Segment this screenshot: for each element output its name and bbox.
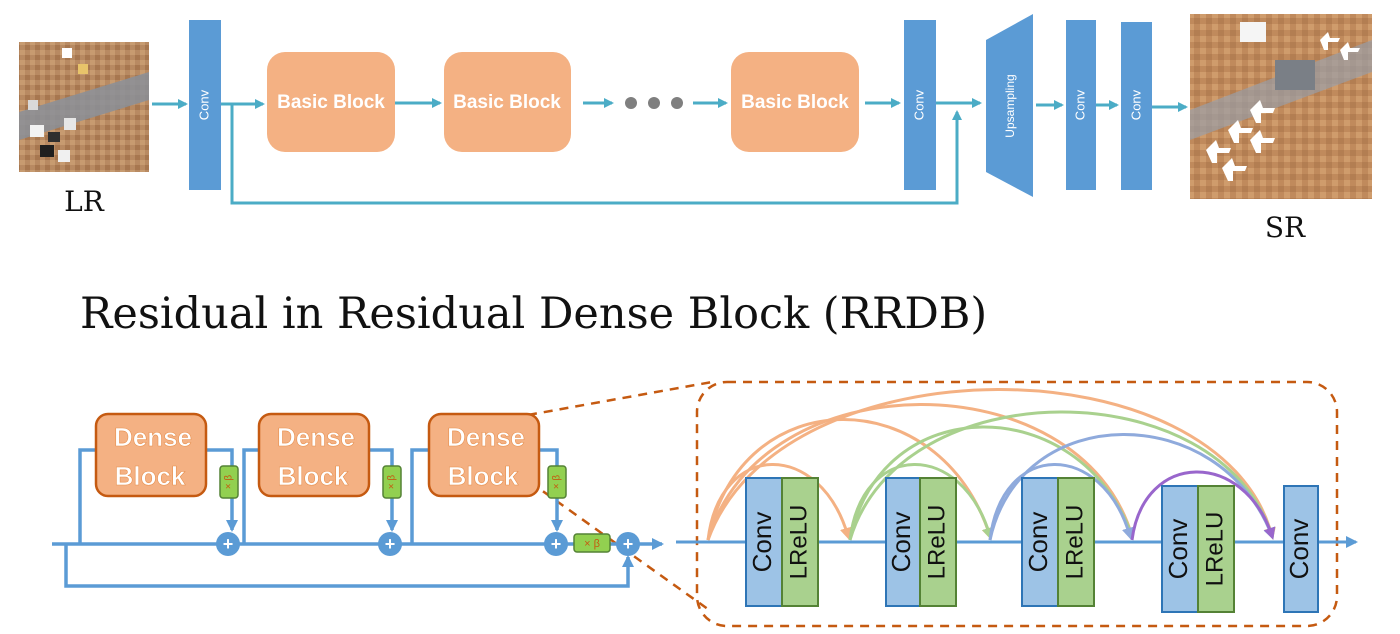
svg-text:Conv: Conv [1072,89,1087,120]
svg-text:Basic Block: Basic Block [453,92,561,113]
svg-text:× β: × β [387,475,398,490]
svg-text:+: + [223,534,234,554]
svg-text:Conv: Conv [1023,512,1053,573]
basic-block-2: Basic Block [444,52,571,152]
conv-block-1: Conv [189,20,221,190]
svg-text:LReLU: LReLU [1201,512,1228,587]
sr-image [1190,14,1372,199]
svg-text:Conv: Conv [1284,519,1314,580]
basic-block-1: Basic Block [267,52,395,152]
detail-layer-2: Conv LReLU [885,477,957,607]
plus-circle-icon: + [616,532,640,556]
conv-block-4: Conv [1121,22,1152,190]
ellipsis-icon [625,97,683,109]
svg-text:Block: Block [448,461,519,491]
svg-text:Upsampling: Upsampling [1003,74,1017,137]
dense-block-1: Dense Block [94,412,208,498]
detail-layer-4: Conv LReLU [1161,485,1235,613]
svg-text:Dense: Dense [277,422,355,452]
svg-text:Conv: Conv [886,512,916,573]
svg-text:+: + [623,534,634,554]
svg-text:Dense: Dense [114,422,192,452]
beta-scale-1: × β [219,465,239,499]
dense-block-detail-frame [695,380,1339,628]
beta-scale-outer: × β [573,533,611,553]
svg-text:Basic Block: Basic Block [741,92,849,113]
dense-block-3: Dense Block [427,412,541,498]
svg-text:Conv: Conv [1163,519,1193,580]
conv-block-3: Conv [1066,20,1096,190]
basic-block-n: Basic Block [731,52,859,152]
zoom-line-bottom [529,480,713,614]
rrdb-outer-skip [64,544,634,588]
lr-image [19,42,149,172]
lr-label: LR [64,185,105,218]
svg-text:LReLU: LReLU [923,505,950,580]
svg-text:Basic Block: Basic Block [277,92,385,113]
svg-text:+: + [551,534,562,554]
svg-text:LReLU: LReLU [785,505,812,580]
detail-layer-3: Conv LReLU [1021,477,1095,607]
detail-final-conv: Conv [1283,485,1319,613]
svg-text:× β: × β [224,475,235,490]
plus-circle-icon: + [216,532,240,556]
svg-text:× β: × β [584,538,600,550]
svg-text:Block: Block [278,461,349,491]
svg-text:Conv: Conv [196,89,211,120]
sr-label: SR [1265,211,1306,244]
dense-block-2: Dense Block [257,412,371,498]
rrdb-title: Residual in Residual Dense Block (RRDB) [80,289,987,339]
beta-scale-2: × β [382,465,402,499]
zoom-line-top [527,380,713,417]
svg-text:+: + [385,534,396,554]
svg-text:Conv: Conv [911,89,926,120]
svg-text:Conv: Conv [747,512,777,573]
svg-text:× β: × β [552,475,563,490]
detail-layer-1: Conv LReLU [745,477,819,607]
conv-block-2: Conv [904,20,936,190]
svg-text:LReLU: LReLU [1061,505,1088,580]
upsampling-block: Upsampling [986,14,1033,197]
svg-text:Dense: Dense [447,422,525,452]
plus-circle-icon: + [544,532,568,556]
svg-text:Conv: Conv [1128,89,1143,120]
beta-scale-3: × β [547,465,567,499]
svg-text:Block: Block [115,461,186,491]
plus-circle-icon: + [378,532,402,556]
global-skip-connection [230,104,962,205]
